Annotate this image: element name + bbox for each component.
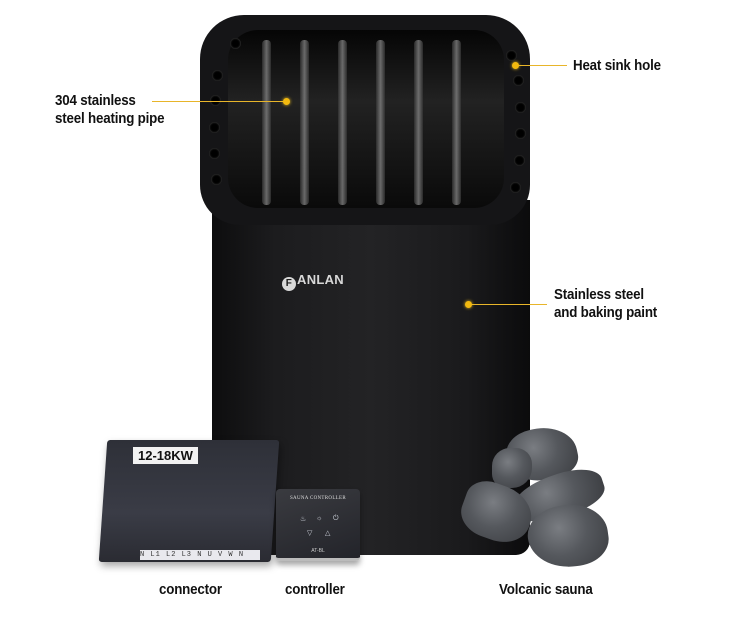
callout-dot bbox=[512, 62, 519, 69]
callout-line-2: and baking paint bbox=[554, 305, 658, 321]
callout-line-1: 304 stainless bbox=[55, 93, 136, 109]
light-icon: ♨ bbox=[300, 516, 307, 523]
heat-sink-hole bbox=[210, 95, 221, 106]
connector-power-label: 12-18KW bbox=[133, 447, 198, 464]
controller-title: SAUNA CONTROLLER bbox=[289, 496, 347, 501]
caption-connector: connector bbox=[159, 582, 222, 598]
callout-dot bbox=[465, 301, 472, 308]
heat-sink-hole bbox=[230, 38, 241, 49]
callout-connector-line bbox=[470, 304, 547, 305]
heating-pipe bbox=[262, 40, 271, 205]
caption-controller: controller bbox=[285, 582, 345, 598]
heating-pipe bbox=[376, 40, 385, 205]
connector-terminal-strip: N L1 L2 L3 N U V W N bbox=[140, 550, 260, 560]
callout-line-1: Heat sink hole bbox=[573, 58, 661, 74]
controller-model: AT-BL bbox=[311, 548, 325, 554]
brand-name: ANLAN bbox=[297, 272, 344, 287]
heat-sink-hole bbox=[515, 128, 526, 139]
heat-sink-hole bbox=[506, 50, 517, 61]
heat-sink-hole bbox=[209, 122, 220, 133]
up-arrow-icon: △ bbox=[325, 530, 331, 537]
heating-pipe bbox=[300, 40, 309, 205]
power-icon: ⏻ bbox=[333, 515, 339, 522]
callout-line-1: Stainless steel bbox=[554, 287, 644, 303]
callout-connector-line bbox=[517, 65, 567, 66]
callout-heating-pipe: 304 stainless steel heating pipe bbox=[55, 92, 165, 128]
brand-logo-icon: F bbox=[282, 277, 296, 291]
callout-heat-sink-hole: Heat sink hole bbox=[573, 57, 661, 75]
heat-sink-hole bbox=[513, 75, 524, 86]
heat-sink-hole bbox=[514, 155, 525, 166]
heat-sink-hole bbox=[211, 174, 222, 185]
bulb-icon: ☼ bbox=[316, 515, 323, 522]
heating-pipe bbox=[338, 40, 347, 205]
heat-sink-hole bbox=[212, 70, 223, 81]
caption-volcanic-sauna: Volcanic sauna bbox=[499, 582, 593, 598]
controller-panel: SAUNA CONTROLLER ♨ ☼ ⏻ ▽ △ AT-BL bbox=[276, 489, 360, 561]
down-arrow-icon: ▽ bbox=[307, 530, 313, 537]
heat-sink-hole bbox=[209, 148, 220, 159]
callout-baking-paint: Stainless steel and baking paint bbox=[554, 286, 657, 322]
heating-pipe bbox=[414, 40, 423, 205]
heating-pipe bbox=[452, 40, 461, 205]
callout-connector-line bbox=[152, 101, 285, 102]
callout-dot bbox=[283, 98, 290, 105]
heat-sink-hole bbox=[515, 102, 526, 113]
callout-line-2: steel heating pipe bbox=[55, 111, 165, 127]
heat-sink-hole bbox=[510, 182, 521, 193]
volcanic-stone bbox=[492, 448, 532, 488]
